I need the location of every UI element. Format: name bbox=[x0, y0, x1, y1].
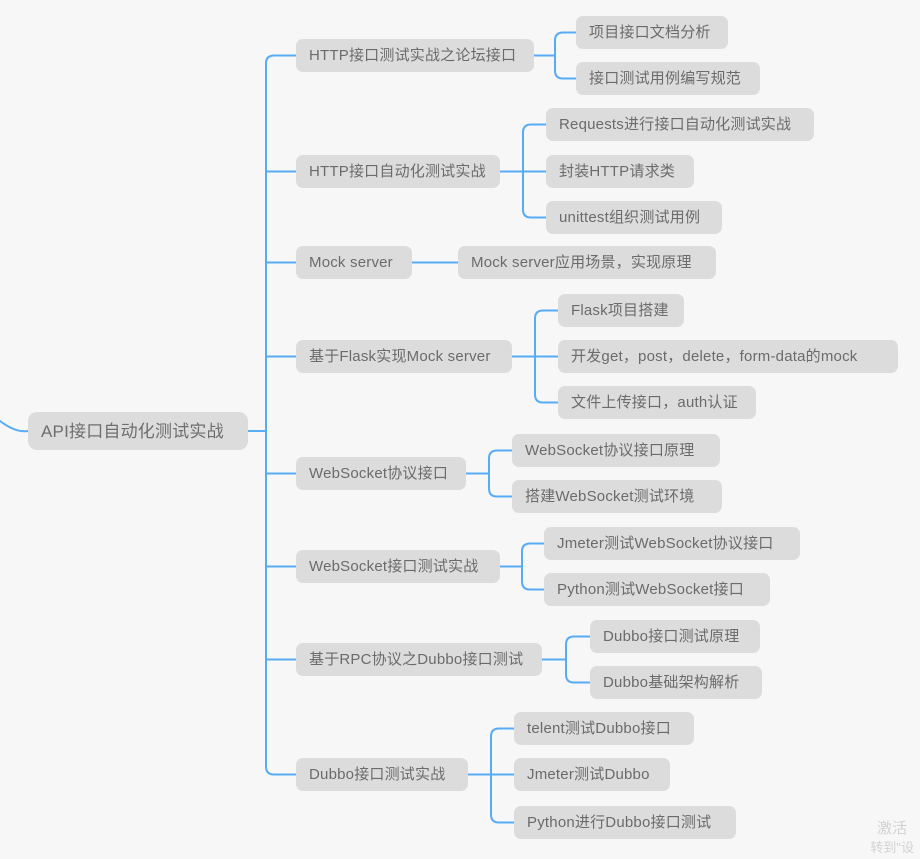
leaf-node-8-1[interactable]: telent测试Dubbo接口 bbox=[514, 712, 694, 745]
branch-node-8[interactable]: Dubbo接口测试实战 bbox=[296, 758, 468, 791]
leaf-node-7-2[interactable]: Dubbo基础架构解析 bbox=[590, 666, 762, 699]
connector-line bbox=[0, 420, 29, 433]
branch-node-6[interactable]: WebSocket接口测试实战 bbox=[296, 550, 500, 583]
connector-line bbox=[522, 123, 547, 134]
leaf-node-5-2[interactable]: 搭建WebSocket测试环境 bbox=[512, 480, 722, 513]
leaf-node-1-1[interactable]: 项目接口文档分析 bbox=[576, 16, 728, 49]
leaf-node-4-3[interactable]: 文件上传接口，auth认证 bbox=[558, 386, 756, 419]
branch-node-4[interactable]: 基于Flask实现Mock server bbox=[296, 340, 512, 373]
leaf-node-4-2[interactable]: 开发get，post，delete，form-data的mock bbox=[558, 340, 898, 373]
connector-line bbox=[265, 54, 297, 65]
leaf-node-2-2[interactable]: 封装HTTP请求类 bbox=[546, 155, 694, 188]
connector-line bbox=[534, 309, 559, 320]
connector-line bbox=[265, 765, 297, 776]
connector-line bbox=[565, 635, 591, 646]
leaf-node-6-1[interactable]: Jmeter测试WebSocket协议接口 bbox=[544, 527, 800, 560]
leaf-node-8-2[interactable]: Jmeter测试Dubbo bbox=[514, 758, 670, 791]
connector-line bbox=[534, 393, 559, 404]
connector-line bbox=[490, 813, 515, 824]
branch-node-3[interactable]: Mock server bbox=[296, 246, 412, 279]
branch-node-1[interactable]: HTTP接口测试实战之论坛接口 bbox=[296, 39, 534, 72]
leaf-node-2-1[interactable]: Requests进行接口自动化测试实战 bbox=[546, 108, 814, 141]
connector-line bbox=[554, 31, 577, 42]
branch-node-2[interactable]: HTTP接口自动化测试实战 bbox=[296, 155, 500, 188]
connector-line bbox=[488, 449, 513, 460]
leaf-node-7-1[interactable]: Dubbo接口测试原理 bbox=[590, 620, 760, 653]
leaf-node-2-3[interactable]: unittest组织测试用例 bbox=[546, 201, 722, 234]
connector-line bbox=[522, 208, 547, 219]
leaf-node-6-2[interactable]: Python测试WebSocket接口 bbox=[544, 573, 770, 606]
watermark-line-1: 激活 bbox=[877, 820, 908, 838]
connector-line bbox=[488, 487, 513, 498]
branch-node-7[interactable]: 基于RPC协议之Dubbo接口测试 bbox=[296, 643, 542, 676]
leaf-node-5-1[interactable]: WebSocket协议接口原理 bbox=[512, 434, 720, 467]
branch-node-5[interactable]: WebSocket协议接口 bbox=[296, 457, 466, 490]
windows-activation-watermark: 激活 转到"设 bbox=[870, 819, 914, 857]
watermark-line-2: 转到"设 bbox=[870, 840, 914, 856]
connector-line bbox=[565, 673, 591, 684]
leaf-node-1-2[interactable]: 接口测试用例编写规范 bbox=[576, 62, 760, 95]
connector-line bbox=[554, 69, 577, 80]
connector-line bbox=[521, 542, 545, 553]
connector-line bbox=[521, 580, 545, 591]
leaf-node-8-3[interactable]: Python进行Dubbo接口测试 bbox=[514, 806, 736, 839]
connector-line bbox=[490, 727, 515, 738]
root-node[interactable]: API接口自动化测试实战 bbox=[28, 412, 248, 450]
leaf-node-3-1[interactable]: Mock server应用场景，实现原理 bbox=[458, 246, 716, 279]
leaf-node-4-1[interactable]: Flask项目搭建 bbox=[558, 294, 684, 327]
